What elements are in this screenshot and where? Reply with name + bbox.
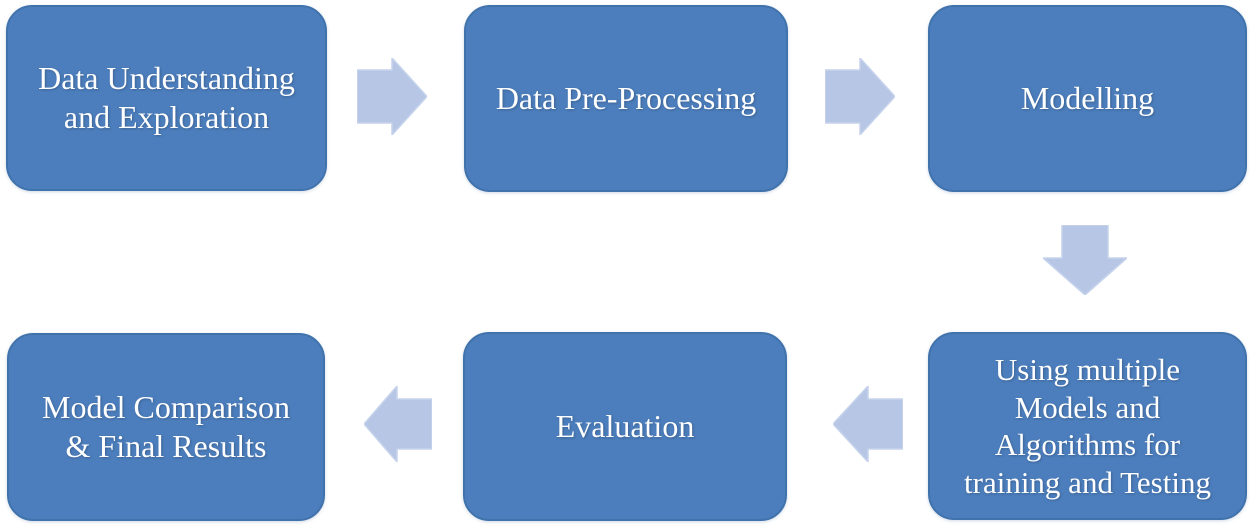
node-data-pre-processing-label: Data Pre-Processing	[495, 80, 757, 117]
node-model-comparison: Model Comparison & Final Results	[7, 333, 325, 521]
arrow-right-icon	[825, 58, 895, 135]
node-data-pre-processing: Data Pre-Processing	[464, 5, 788, 192]
arrow-left-icon	[364, 386, 432, 462]
arrow-right-icon	[357, 58, 427, 135]
node-using-multiple-models: Using multiple Models and Algorithms for…	[928, 332, 1247, 520]
arrow-down-icon	[1043, 225, 1127, 295]
node-evaluation: Evaluation	[463, 332, 787, 521]
node-data-understanding-label: Data Understanding and Exploration	[38, 60, 295, 135]
node-modelling: Modelling	[928, 5, 1247, 192]
node-using-multiple-models-label: Using multiple Models and Algorithms for…	[964, 352, 1211, 500]
node-evaluation-label: Evaluation	[555, 408, 695, 445]
node-data-understanding: Data Understanding and Exploration	[6, 5, 327, 191]
node-modelling-label: Modelling	[1020, 80, 1155, 117]
node-model-comparison-label: Model Comparison & Final Results	[42, 389, 290, 464]
arrow-left-icon	[833, 386, 903, 462]
